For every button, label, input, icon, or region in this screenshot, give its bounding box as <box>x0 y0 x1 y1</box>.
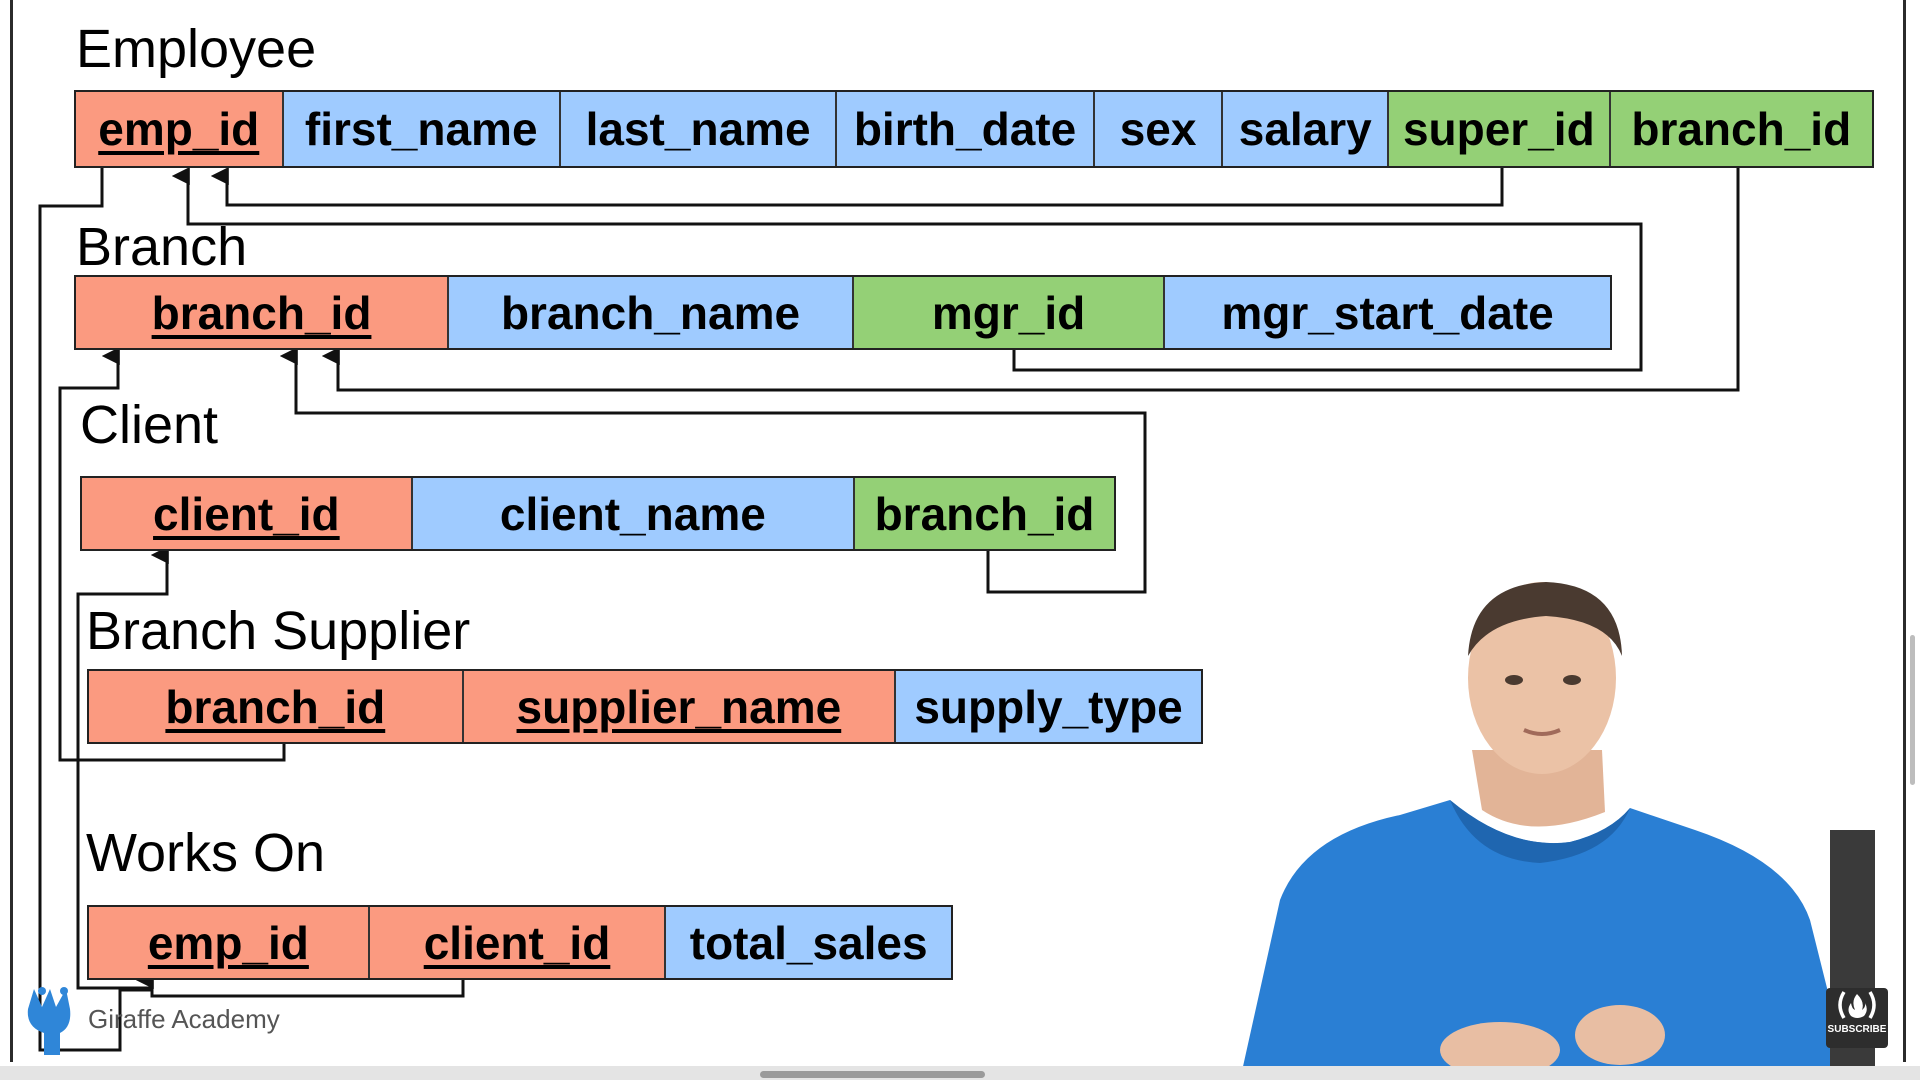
table-works-on: emp_id client_id total_sales <box>87 905 953 980</box>
table-branch-supplier: branch_id supplier_name supply_type <box>87 669 1203 744</box>
column-salary: salary <box>1223 92 1390 166</box>
column-branch-name: branch_name <box>449 277 854 348</box>
table-title-branch: Branch <box>76 217 248 277</box>
arrow-works-on-emp-id-to-emp-id <box>38 168 154 1052</box>
column-mgr-id: mgr_id <box>853 277 1166 348</box>
table-title-works-on: Works On <box>86 823 326 883</box>
column-birth-date: birth_date <box>837 92 1095 166</box>
arrow-mgr-id-to-emp-id <box>171 167 1643 372</box>
arrow-supplier-branch-id-to-branch-id <box>58 347 286 762</box>
column-sex: sex <box>1094 92 1224 166</box>
logo-text: Giraffe Academy <box>88 1003 280 1034</box>
column-works-on-emp-id: emp_id <box>89 907 370 978</box>
vertical-scrollbar[interactable] <box>1910 635 1915 785</box>
table-employee: emp_id first_name last_name birth_date s… <box>74 90 1874 168</box>
column-branch-id: branch_id <box>76 277 450 348</box>
table-title-employee: Employee <box>76 19 317 79</box>
column-mgr-start-date: mgr_start_date <box>1165 277 1610 348</box>
table-client: client_id client_name branch_id <box>80 476 1116 551</box>
slide-border-right <box>1903 0 1906 1062</box>
giraffe-icon <box>27 987 71 1055</box>
column-super-id: super_id <box>1389 92 1611 166</box>
column-emp-id: emp_id <box>76 92 284 166</box>
column-employee-branch-id: branch_id <box>1610 92 1872 166</box>
subscribe-label: SUBSCRIBE <box>1827 1024 1887 1035</box>
slide-border-left <box>10 0 13 1062</box>
giraffe-academy-logo[interactable]: Giraffe Academy <box>20 983 280 1055</box>
column-client-id: client_id <box>82 478 413 549</box>
arrow-super-id-to-emp-id <box>210 167 1504 207</box>
column-supplier-name: supplier_name <box>463 671 897 742</box>
table-branch: branch_id branch_name mgr_id mgr_start_d… <box>74 275 1612 350</box>
presenter-video-overlay <box>1240 582 1875 1080</box>
column-total-sales: total_sales <box>666 907 951 978</box>
arrow-works-on-client-id-to-client-id <box>76 546 465 998</box>
subscribe-button[interactable]: SUBSCRIBE <box>1826 988 1888 1048</box>
column-client-name: client_name <box>412 478 855 549</box>
column-first-name: first_name <box>283 92 561 166</box>
horizontal-scrollbar-thumb[interactable] <box>760 1071 985 1078</box>
column-works-on-client-id: client_id <box>369 907 667 978</box>
column-supplier-branch-id: branch_id <box>89 671 464 742</box>
table-title-client: Client <box>80 395 219 455</box>
arrow-client-branch-id-to-branch-id <box>279 347 1147 594</box>
table-title-branch-supplier: Branch Supplier <box>86 601 471 661</box>
column-supply-type: supply_type <box>896 671 1202 742</box>
column-last-name: last_name <box>560 92 838 166</box>
freecodecamp-icon <box>1838 991 1876 1019</box>
arrow-employee-branch-id-to-branch-id <box>321 168 1740 392</box>
column-client-branch-id: branch_id <box>855 478 1114 549</box>
